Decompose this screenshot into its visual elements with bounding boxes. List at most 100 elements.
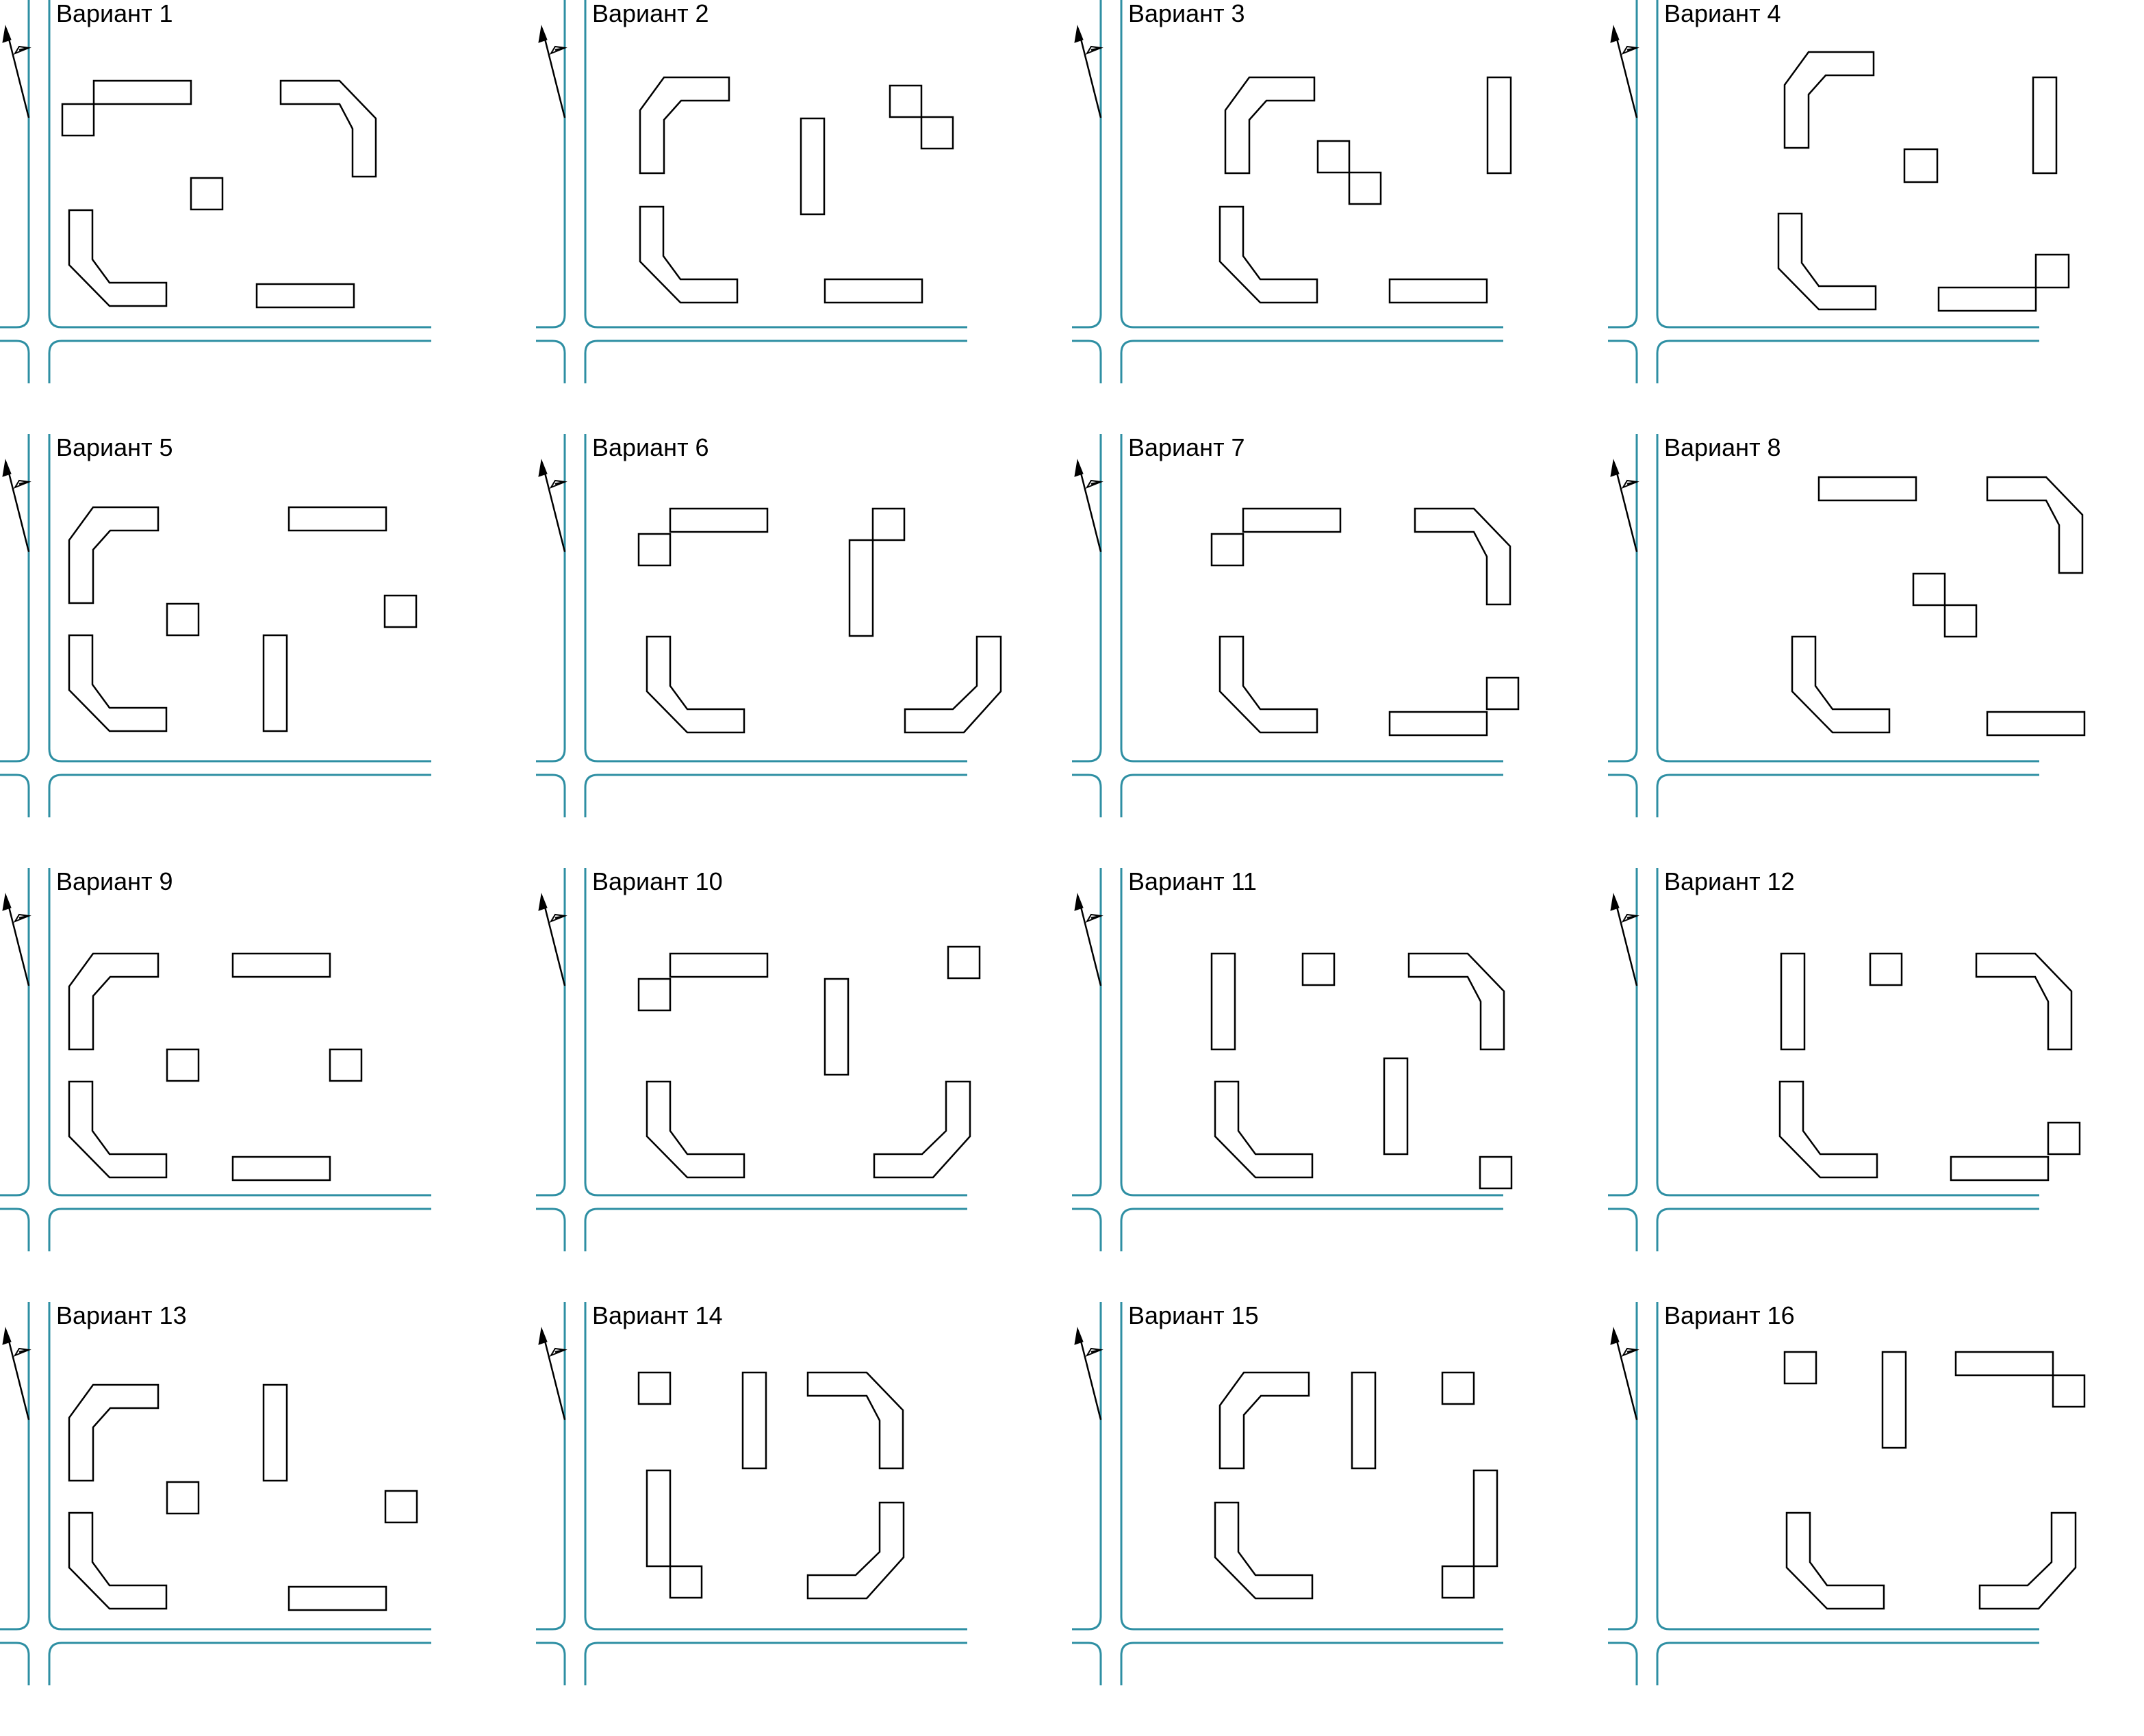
building-footprint: [68, 1080, 168, 1179]
site-plan: [0, 1302, 431, 1685]
building-footprint: [61, 103, 95, 137]
building-footprint: [1414, 507, 1511, 606]
building-footprint: [68, 952, 159, 1051]
road-edge: [1656, 434, 2039, 763]
variant-title: Вариант 4: [1664, 0, 1781, 27]
wind-pointer-tail: [1626, 1349, 1637, 1353]
north-arrow-icon: [1074, 459, 1103, 552]
north-arrow-shaft: [5, 898, 30, 986]
building-footprint: [824, 278, 923, 304]
buildings: [1791, 476, 2086, 737]
wind-pointer-tail: [554, 481, 565, 485]
road-edge: [0, 1302, 30, 1631]
north-arrow-head: [1074, 459, 1084, 477]
road-edge: [1072, 1208, 1102, 1251]
road-edge: [536, 868, 566, 1197]
building-footprint: [637, 533, 672, 567]
road-edge: [1120, 774, 1503, 817]
building-footprint: [1214, 1080, 1314, 1179]
road-edge: [1072, 774, 1102, 817]
north-arrow-head: [538, 459, 548, 477]
building-footprint: [1210, 533, 1245, 567]
road-edge: [536, 1208, 566, 1251]
building-footprint: [800, 117, 826, 216]
road-edge: [1656, 1302, 2039, 1631]
building-footprint: [279, 79, 377, 178]
wind-pointer-tail: [554, 915, 565, 919]
building-footprint: [1301, 952, 1336, 986]
buildings: [1783, 1351, 2086, 1610]
north-arrow-icon: [538, 1327, 567, 1420]
site-plan: [1072, 1302, 1503, 1685]
north-arrow-head: [538, 1327, 548, 1345]
building-footprint: [1479, 1156, 1513, 1190]
road-edge: [48, 1208, 431, 1251]
road-edge: [48, 774, 431, 817]
variant-title: Вариант 7: [1128, 434, 1245, 461]
north-arrow-head: [2, 893, 12, 911]
variant-panel: Вариант 14: [536, 1302, 1072, 1736]
building-footprint: [68, 1511, 168, 1610]
road-edge: [48, 868, 431, 1197]
road-edge: [1120, 0, 1503, 329]
buildings: [61, 79, 377, 309]
road-network: [1072, 0, 1503, 383]
variant-panel: Вариант 4: [1608, 0, 2144, 434]
road-edge: [1656, 1208, 2039, 1251]
building-footprint: [1881, 1351, 1907, 1449]
building-footprint: [1954, 1351, 2054, 1377]
north-arrow-shaft: [541, 30, 566, 118]
wind-pointer-tail: [1090, 1349, 1101, 1353]
wind-pointer-tail: [1626, 47, 1637, 51]
wind-pointer-tail: [554, 1349, 565, 1353]
north-arrow-shaft: [1613, 1332, 1638, 1420]
building-footprint: [1943, 604, 1978, 638]
variant-title: Вариант 14: [592, 1302, 723, 1329]
north-arrow-head: [2, 459, 12, 477]
road-network: [0, 434, 431, 817]
building-footprint: [904, 635, 1002, 734]
building-footprint: [166, 1048, 200, 1082]
road-edge: [1120, 868, 1503, 1197]
building-footprint: [68, 634, 168, 732]
buildings: [637, 507, 1002, 734]
north-arrow-icon: [1610, 893, 1639, 986]
road-network: [1608, 0, 2039, 383]
road-network: [1072, 1302, 1503, 1685]
variant-panel: Вариант 5: [0, 434, 536, 868]
north-arrow-shaft: [1077, 30, 1102, 118]
building-footprint: [1441, 1371, 1475, 1405]
road-edge: [1120, 1302, 1503, 1631]
north-arrow-icon: [538, 25, 567, 118]
buildings: [639, 76, 954, 304]
road-edge: [0, 434, 30, 763]
building-footprint: [1912, 572, 1946, 607]
building-footprint: [190, 177, 224, 211]
building-footprint: [848, 539, 874, 637]
variant-title: Вариант 8: [1664, 434, 1781, 461]
variant-title: Вариант 9: [56, 868, 173, 895]
road-network: [536, 1302, 967, 1685]
site-plan: [1608, 1302, 2086, 1685]
site-plan: [536, 868, 981, 1251]
building-footprint: [1407, 952, 1505, 1051]
variant-title: Вариант 1: [56, 0, 173, 27]
road-edge: [1072, 434, 1102, 763]
building-footprint: [1986, 711, 2086, 737]
north-arrow-icon: [1610, 25, 1639, 118]
building-footprint: [889, 84, 923, 118]
building-footprint: [947, 945, 981, 980]
north-arrow-shaft: [541, 898, 566, 986]
north-arrow-icon: [1610, 459, 1639, 552]
building-footprint: [1783, 1351, 1817, 1385]
variant-title: Вариант 6: [592, 434, 709, 461]
building-footprint: [384, 1490, 418, 1524]
road-edge: [536, 1642, 566, 1685]
road-edge: [48, 340, 431, 383]
north-arrow-shaft: [5, 30, 30, 118]
variant-title: Вариант 11: [1128, 868, 1257, 895]
building-footprint: [1785, 1511, 1885, 1610]
building-footprint: [1388, 278, 1488, 304]
variant-panel: Вариант 6: [536, 434, 1072, 868]
building-footprint: [1485, 676, 1520, 711]
